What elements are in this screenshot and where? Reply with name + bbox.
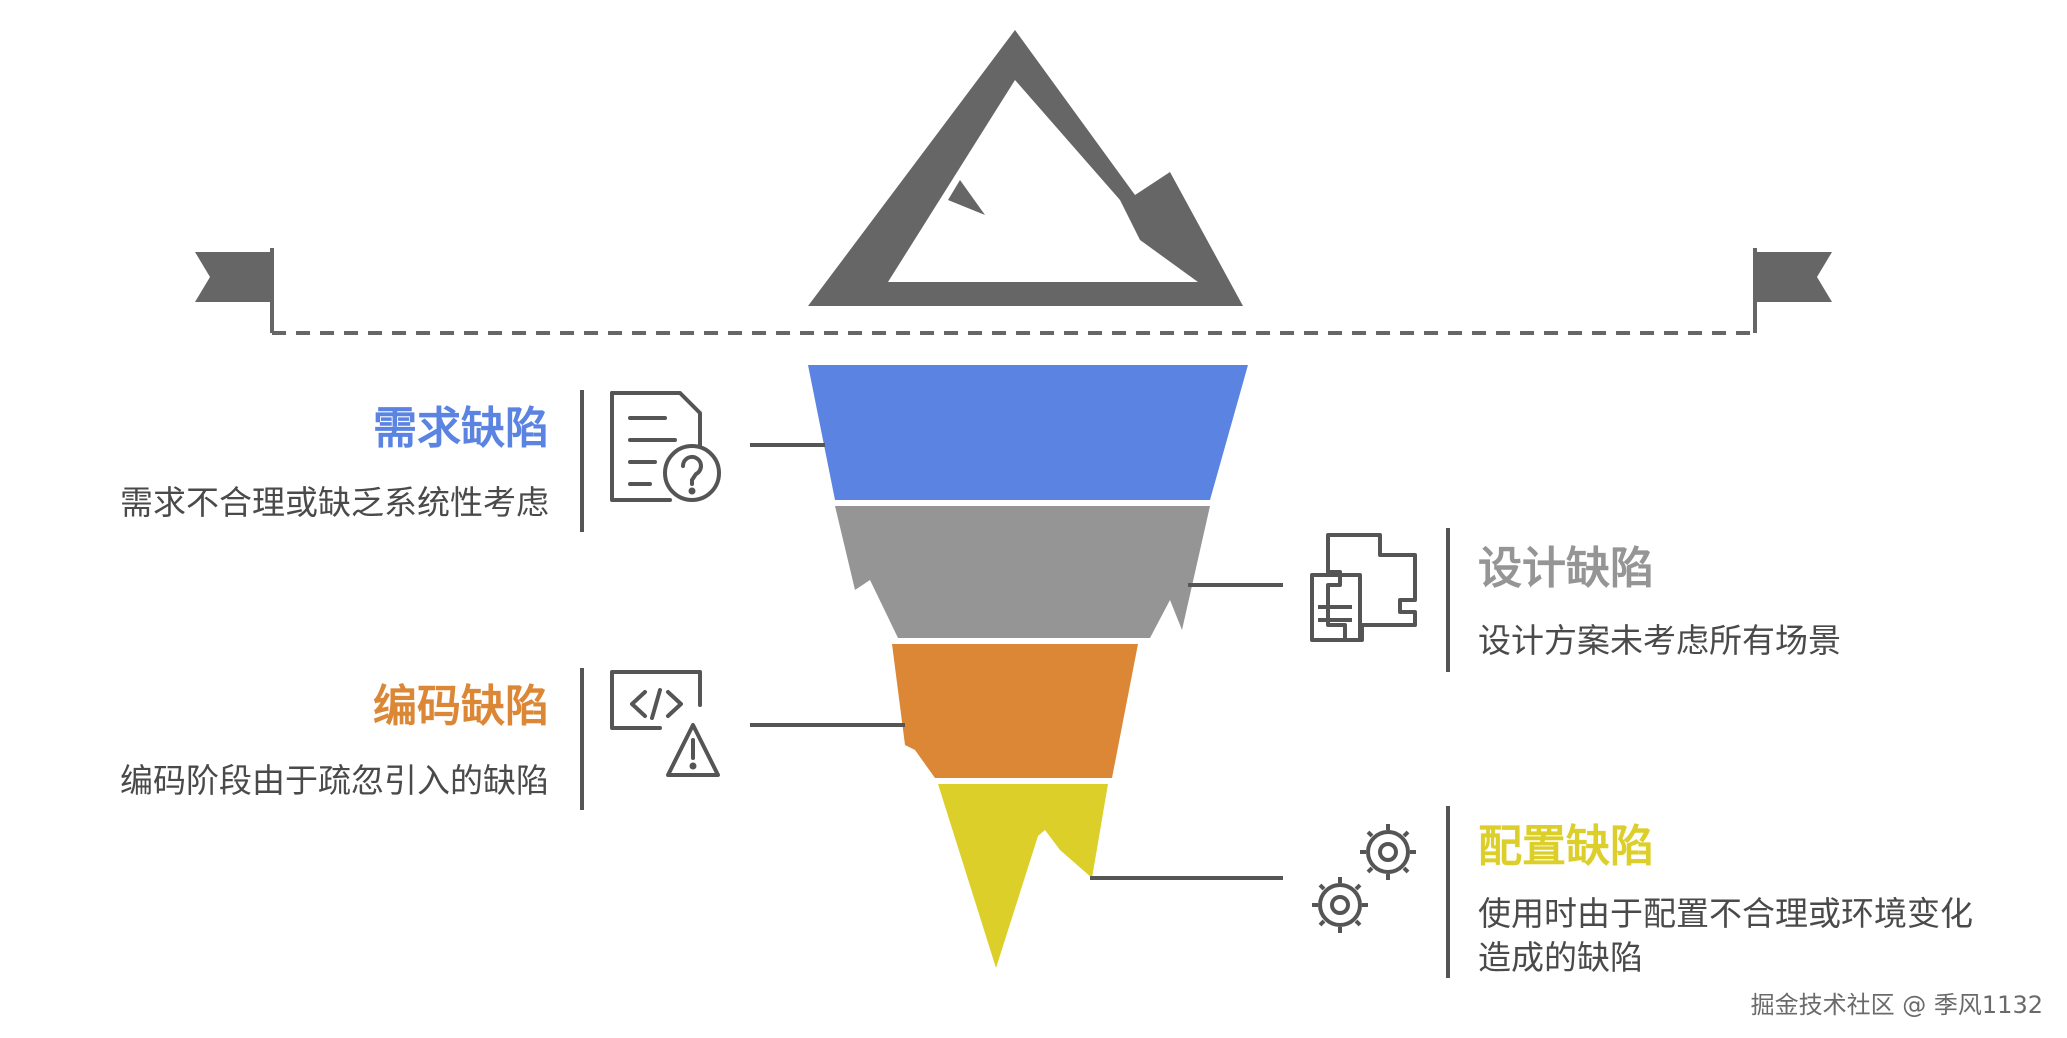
code-warning-icon (610, 670, 720, 777)
layer-config (938, 784, 1108, 968)
layer-requirement (808, 365, 1248, 500)
watermark: 掘金技术社区 @ 季风1132 (1750, 991, 2043, 1019)
layer-design (835, 506, 1210, 638)
requirement-title: 需求缺陷 (373, 403, 549, 454)
right-flag (1755, 252, 1832, 302)
layer-coding (892, 644, 1138, 778)
left-flag (195, 252, 272, 302)
iceberg-tip (808, 30, 1243, 306)
config-desc-line2: 造成的缺陷 (1478, 938, 1643, 977)
puzzle-pieces-icon (1310, 533, 1417, 642)
config-title: 配置缺陷 (1478, 821, 1654, 872)
coding-desc: 编码阶段由于疏忽引入的缺陷 (120, 761, 549, 800)
document-question-icon (610, 391, 721, 502)
design-desc: 设计方案未考虑所有场景 (1478, 621, 1841, 660)
requirement-desc: 需求不合理或缺乏系统性考虑 (120, 483, 549, 522)
coding-title: 编码缺陷 (373, 681, 549, 732)
config-desc-line1: 使用时由于配置不合理或环境变化 (1478, 894, 1973, 933)
iceberg-tip-notch (948, 180, 985, 215)
design-title: 设计缺陷 (1478, 543, 1654, 594)
gears-icon (1312, 824, 1416, 933)
